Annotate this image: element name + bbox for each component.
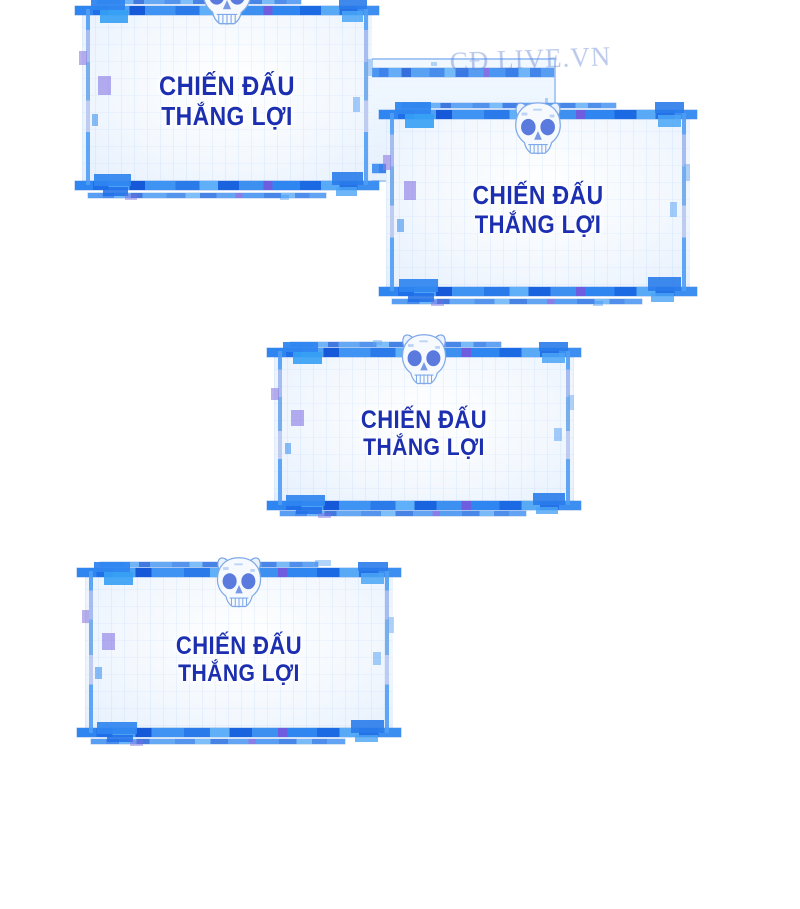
glitch-block-top-right-2 — [542, 352, 565, 363]
glitch-pixel — [352, 97, 361, 112]
victory-banner-1: CHIẾN ĐẤU THẮNG LỢI — [72, 0, 382, 202]
glitch-pixel — [373, 652, 381, 666]
ghost-frame-top-rail — [368, 67, 554, 77]
glitch-block-bottom-right — [351, 720, 385, 733]
banner-bottom-rail — [379, 287, 697, 297]
banner-line-1: CHIẾN ĐẤU — [175, 631, 303, 660]
ghost-glitch-pixel — [431, 62, 437, 66]
glitch-pixel — [397, 218, 404, 232]
glitch-block-top-left-2 — [405, 114, 435, 128]
glitch-pixel — [669, 202, 678, 217]
glitch-pixel — [130, 740, 144, 747]
glitch-block-bottom-left-2 — [103, 187, 128, 196]
glitch-pixel — [366, 59, 373, 76]
glitch-block-top-right — [338, 0, 367, 9]
glitch-pixel — [387, 617, 395, 633]
banner-right-rail — [565, 350, 570, 506]
glitch-block-bottom-right — [332, 171, 364, 186]
glitch-pixel — [291, 409, 304, 427]
banner-line-2: THẮNG LỢI — [363, 434, 485, 462]
banner-left-rail — [85, 8, 90, 186]
glitch-pixel — [314, 559, 332, 566]
glitch-pixel — [98, 76, 111, 95]
banner-line-1: CHIẾN ĐẤU — [472, 180, 604, 211]
glitch-block-bottom-left-2 — [107, 734, 134, 743]
glitch-pixel — [383, 155, 392, 171]
glitch-block-top-left-2 — [292, 351, 322, 364]
banner-line-2: THẮNG LỢI — [474, 210, 602, 239]
banner-bottom-thin-rail — [90, 739, 345, 745]
glitch-block-top-left — [395, 102, 432, 115]
glitch-block-top-right — [357, 561, 388, 572]
glitch-pixel — [372, 339, 383, 346]
glitch-pixel — [284, 442, 292, 454]
glitch-block-bottom-left-2 — [296, 507, 322, 515]
glitch-block-top-left-2 — [99, 9, 128, 24]
glitch-block-bottom-left — [97, 722, 137, 734]
glitch-block-top-left — [90, 0, 125, 10]
banner-line-1: CHIẾN ĐẤU — [360, 405, 488, 434]
banner-bottom-thin-rail — [87, 192, 327, 198]
glitch-block-top-right — [539, 341, 568, 351]
glitch-pixel — [81, 609, 90, 624]
banner-top-thin-rail — [100, 562, 319, 568]
glitch-pixel — [271, 387, 280, 401]
glitch-pixel — [124, 193, 138, 200]
glitch-pixel — [593, 300, 603, 306]
glitch-block-bottom-right — [532, 493, 565, 506]
glitch-pixel — [95, 667, 103, 679]
banner-right-rail — [681, 112, 686, 292]
banner-top-thin-rail — [401, 102, 616, 108]
glitch-block-top-right-2 — [657, 115, 681, 127]
banner-line-2: THẮNG LỢI — [178, 660, 300, 688]
banner-line-2: THẮNG LỢI — [161, 100, 293, 131]
glitch-block-bottom-right-2 — [335, 187, 358, 196]
victory-banner-3: CHIẾN ĐẤU THẮNG LỢI — [264, 334, 584, 520]
banner-left-rail — [278, 350, 283, 506]
glitch-block-top-left-2 — [103, 572, 134, 585]
glitch-block-bottom-right — [648, 277, 681, 292]
glitch-block-top-right-2 — [341, 10, 364, 23]
banner-plate — [81, 10, 373, 186]
glitch-block-bottom-left — [398, 279, 438, 293]
banner-text: CHIẾN ĐẤU THẮNG LỢI — [376, 182, 700, 238]
glitch-pixel — [431, 299, 445, 306]
banner-bottom-rail — [75, 181, 379, 191]
glitch-block-bottom-left-2 — [408, 293, 435, 302]
banner-text: CHIẾN ĐẤU THẮNG LỢI — [264, 407, 584, 461]
glitch-block-bottom-right-2 — [536, 507, 559, 515]
glitch-block-top-left — [283, 341, 319, 352]
glitch-block-top-left — [93, 561, 131, 573]
glitch-block-bottom-left — [286, 495, 325, 507]
banner-top-thin-rail — [96, 0, 302, 4]
glitch-pixel — [553, 428, 562, 441]
banner-bottom-rail — [77, 728, 401, 738]
banner-bottom-thin-rail — [392, 298, 642, 304]
banner-line-1: CHIẾN ĐẤU — [159, 71, 295, 102]
glitch-pixel — [79, 50, 87, 66]
banner-left-rail — [88, 571, 93, 733]
banner-right-rail — [364, 8, 369, 186]
banner-text: CHIẾN ĐẤU THẮNG LỢI — [72, 72, 382, 130]
banner-left-rail — [390, 112, 395, 292]
glitch-block-top-right — [654, 102, 684, 113]
glitch-pixel — [318, 512, 332, 519]
glitch-block-top-right-2 — [361, 573, 385, 584]
glitch-pixel — [92, 113, 99, 127]
victory-banner-4: CHIẾN ĐẤU THẮNG LỢI — [74, 556, 404, 748]
glitch-pixel — [102, 632, 116, 651]
banner-bottom-rail — [267, 500, 581, 510]
glitch-pixel — [683, 163, 691, 181]
glitch-block-bottom-right-2 — [354, 734, 378, 743]
banner-text: CHIẾN ĐẤU THẮNG LỢI — [74, 633, 404, 687]
banner-bottom-thin-rail — [280, 511, 527, 517]
glitch-block-bottom-left — [93, 173, 131, 187]
glitch-pixel — [403, 180, 417, 200]
glitch-pixel — [279, 194, 289, 200]
banner-right-rail — [385, 571, 390, 733]
banner-top-thin-rail — [289, 341, 501, 347]
glitch-pixel — [568, 394, 575, 410]
glitch-block-bottom-right-2 — [651, 293, 675, 302]
victory-banner-2: CHIẾN ĐẤU THẮNG LỢI — [376, 96, 700, 308]
